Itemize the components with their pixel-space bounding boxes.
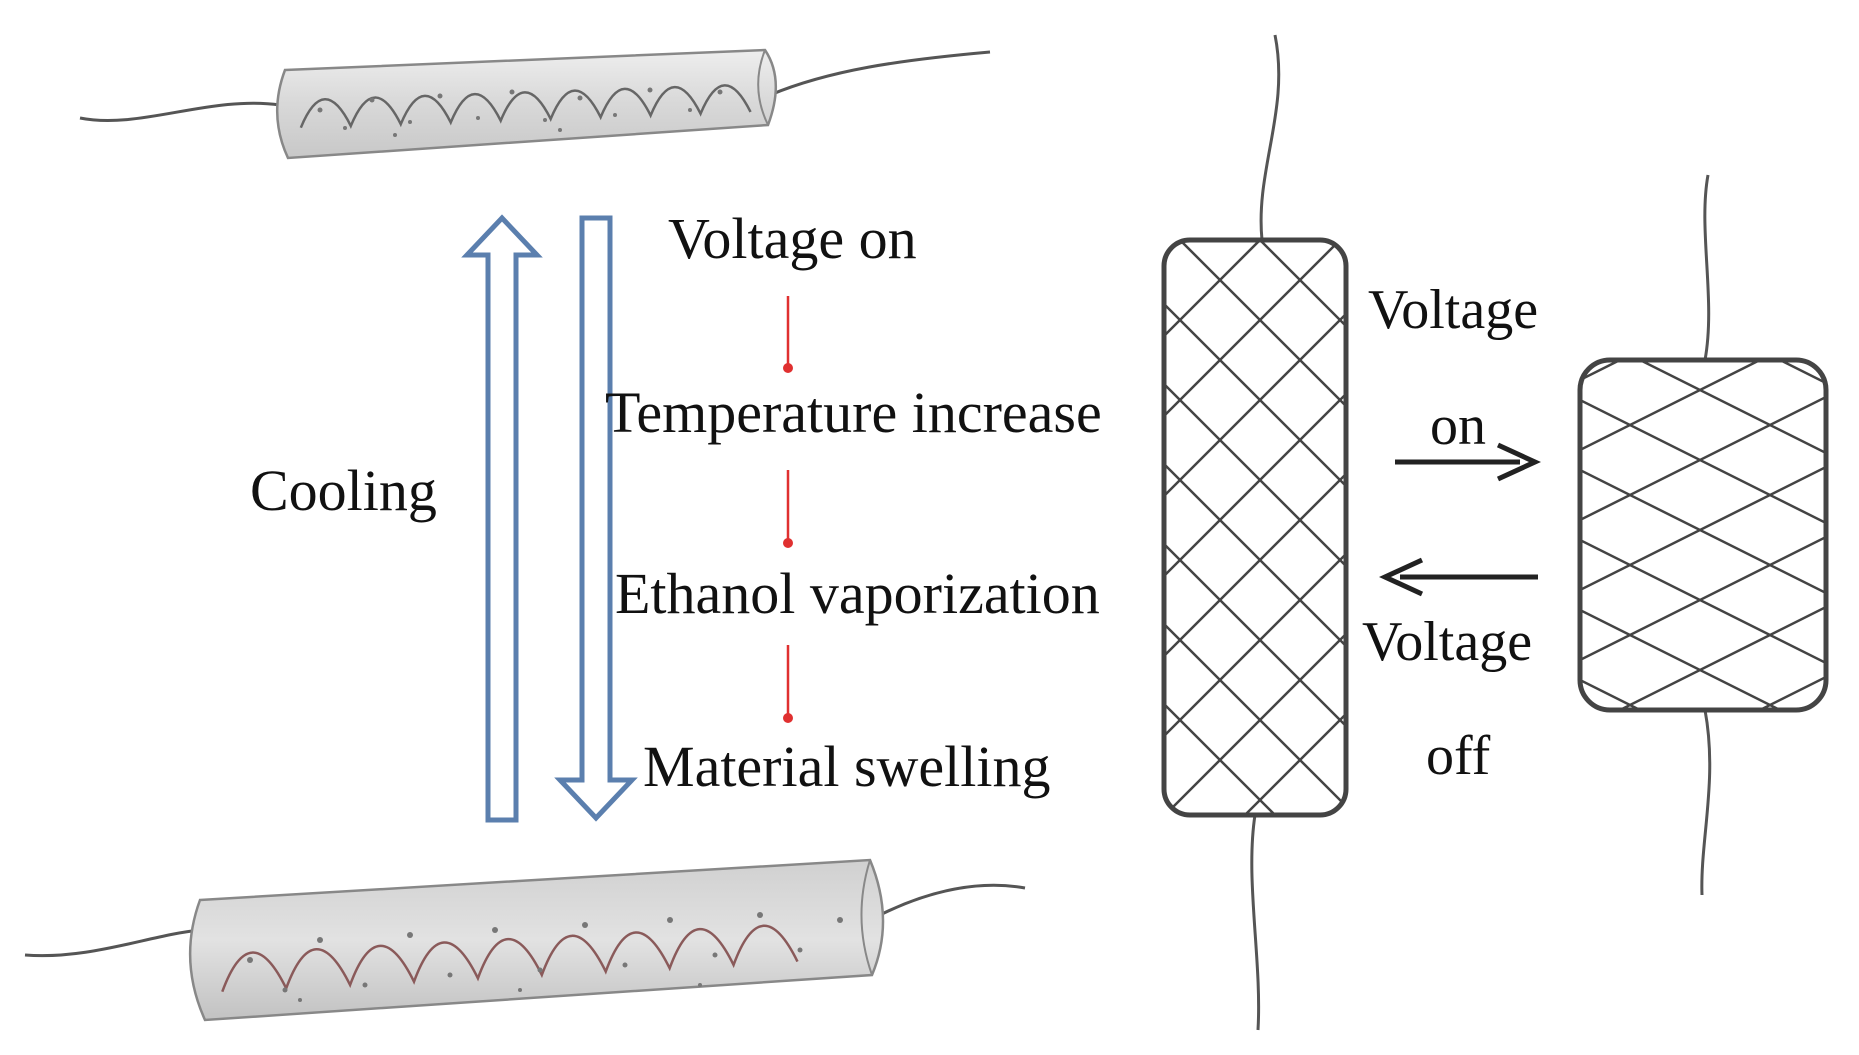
bottom-tube-body xyxy=(188,858,885,1022)
top-tube-wire-right xyxy=(769,50,991,97)
actuator-elongated xyxy=(1161,34,1349,1031)
elongated-wire-bottom xyxy=(1250,814,1261,1031)
top-actuator-tube xyxy=(79,48,991,160)
heating-down-arrow xyxy=(554,215,638,822)
step-material-swelling: Material swelling xyxy=(643,734,1051,799)
top-tube-wire-left xyxy=(79,101,281,123)
bottom-tube-particles xyxy=(247,912,843,1002)
bottom-tube-wire-left xyxy=(24,928,201,958)
contracted-wire-top xyxy=(1703,174,1711,361)
bottom-actuator-tube xyxy=(24,858,1026,1022)
top-tube-coil xyxy=(299,84,752,129)
step-voltage-on: Voltage on xyxy=(668,206,917,271)
arrow-voltage-on xyxy=(1395,442,1541,482)
bottom-tube-end-right xyxy=(860,859,873,976)
contracted-mesh xyxy=(1580,360,1826,710)
step-arrow-1 xyxy=(783,296,793,373)
contracted-wire-bottom xyxy=(1700,709,1712,896)
voltage-on-label-bottom: on xyxy=(1430,395,1486,457)
voltage-off-label-top: Voltage xyxy=(1362,611,1533,673)
elongated-wire-top xyxy=(1259,34,1281,241)
bottom-tube-coil xyxy=(221,924,799,993)
step-arrow-2 xyxy=(783,470,793,548)
top-tube-body xyxy=(276,48,777,160)
top-tube-end-right xyxy=(757,49,769,126)
elongated-cell-outline xyxy=(1161,237,1349,818)
top-tube-particles xyxy=(317,87,723,137)
voltage-on-label-top: Voltage xyxy=(1368,279,1539,341)
bottom-tube-wire-right xyxy=(879,883,1026,917)
cooling-label: Cooling xyxy=(250,458,437,523)
contracted-cell-outline xyxy=(1577,357,1829,713)
step-ethanol-vaporization: Ethanol vaporization xyxy=(615,561,1100,626)
step-temperature-increase: Temperature increase xyxy=(605,380,1102,445)
voltage-off-label-bottom: off xyxy=(1426,725,1491,787)
arrow-voltage-off xyxy=(1379,557,1538,597)
actuator-contracted xyxy=(1577,174,1829,896)
cooling-up-arrow xyxy=(461,214,543,823)
elongated-mesh xyxy=(1164,240,1346,815)
step-arrow-3 xyxy=(783,645,793,723)
